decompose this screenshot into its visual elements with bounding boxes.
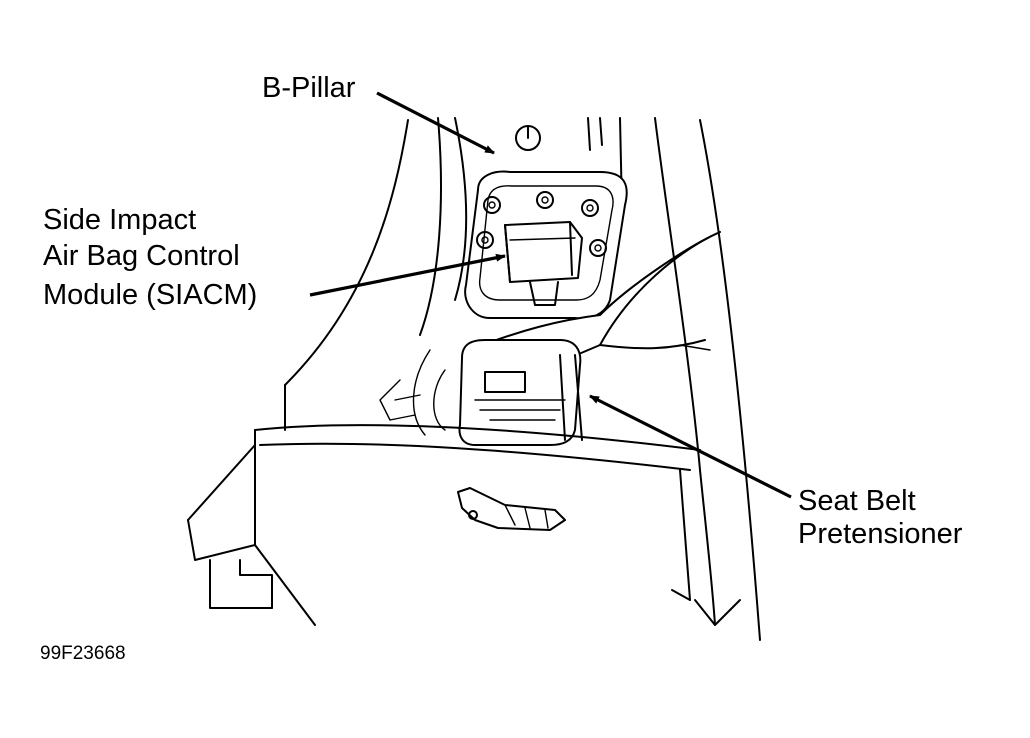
lower-trim-panel [187, 424, 701, 626]
siacm-label: Side Impact Air Bag Control Module (SIAC… [43, 202, 257, 313]
b-pillar-label: B-Pillar [262, 70, 355, 106]
siacm-label-line-3: Module (SIACM) [43, 279, 258, 311]
pretensioner-label-line-2: Pretensioner [798, 518, 963, 550]
siacm-module [504, 221, 583, 306]
pretensioner-label: Seat Belt Pretensioner [798, 485, 962, 551]
siacm-label-line-2: Air Bag Control [43, 240, 240, 272]
siacm-label-line-1: Side Impact [43, 204, 197, 236]
pretensioner-assembly [379, 339, 583, 446]
b-pillar-leader-arrow [376, 91, 495, 155]
figure-id: 99F23668 [40, 643, 126, 664]
b-pillar-trim [284, 117, 761, 641]
b-pillar-label-text: B-Pillar [262, 72, 356, 104]
pretensioner-label-line-1: Seat Belt [798, 485, 916, 517]
siacm-leader-arrow [309, 253, 506, 297]
pretensioner-leader-arrow [589, 394, 792, 499]
